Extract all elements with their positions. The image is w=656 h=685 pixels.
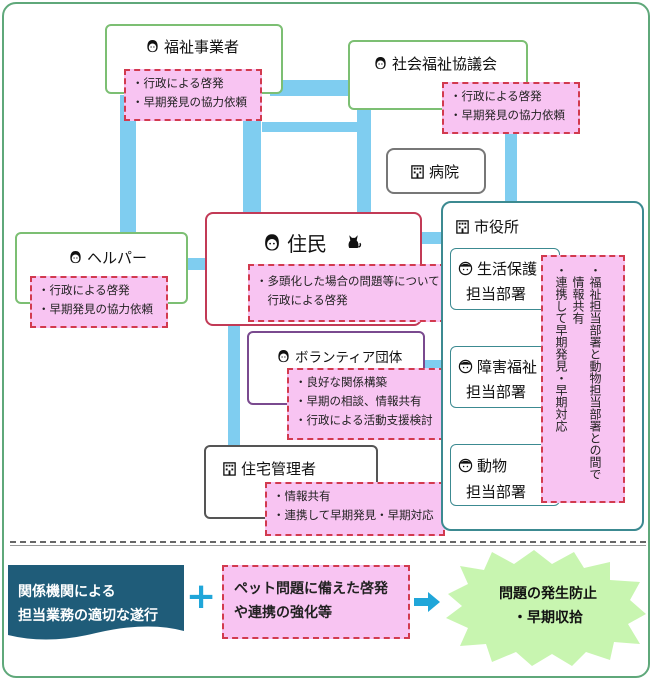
face-icon bbox=[458, 458, 473, 473]
jutaku-notes: ・情報共有 ・連携して早期発見・早期対応 bbox=[265, 482, 445, 536]
person-icon bbox=[70, 250, 81, 264]
note-line: ・行政による啓発 bbox=[38, 283, 130, 297]
fukushi-jigyosha-label: 福祉事業者 bbox=[164, 38, 240, 56]
building-icon bbox=[223, 462, 236, 476]
note-line: ・福祉担当部署と動物担当部署との間で bbox=[588, 264, 602, 480]
bottom-left-text: 関係機関による 担当業務の適切な遂行 bbox=[18, 584, 158, 624]
dept-subtitle: 担当部署 bbox=[466, 483, 527, 501]
jumin-notes: ・多頭化した場合の問題等について 行政による啓発 bbox=[248, 264, 446, 322]
dept-label: 動物 bbox=[477, 457, 508, 475]
byoin-label: 病院 bbox=[429, 163, 460, 181]
connector bbox=[357, 95, 371, 220]
byoin-title: 病院 bbox=[410, 161, 459, 182]
jumin-title: 住民 bbox=[262, 228, 327, 257]
connector bbox=[243, 95, 261, 220]
person-icon bbox=[265, 233, 279, 250]
note-line: ・情報共有 bbox=[273, 489, 331, 503]
shakai-fukushi-label: 社会福祉協議会 bbox=[392, 55, 498, 73]
building-icon bbox=[456, 220, 469, 234]
shiyakusho-title: 市役所 bbox=[455, 216, 519, 237]
dept-subtitle: 担当部署 bbox=[466, 285, 527, 303]
connector bbox=[420, 232, 445, 244]
connector bbox=[420, 360, 445, 370]
note-line: ・早期発見の協力依頼 bbox=[450, 108, 565, 122]
bottom-middle-box: ペット問題に備えた啓発 や連携の強化等 bbox=[222, 565, 410, 639]
dept-title: 障害福祉 bbox=[458, 356, 537, 377]
helper-label: ヘルパー bbox=[87, 249, 148, 267]
note-line: 情報共有 bbox=[571, 264, 585, 324]
jumin-label: 住民 bbox=[287, 232, 327, 256]
bottom-right-text: 問題の発生防止 ・早期収拾 bbox=[499, 586, 597, 626]
building-icon bbox=[411, 165, 424, 179]
outer-frame bbox=[2, 2, 650, 678]
navy-banner bbox=[8, 565, 184, 640]
dept-label: 障害福祉 bbox=[477, 358, 538, 376]
fukushi-jigyosha-title: 福祉事業者 bbox=[145, 36, 239, 57]
note-line: ・早期の相談、情報共有 bbox=[295, 394, 422, 408]
face-icon bbox=[458, 359, 473, 374]
person-icon bbox=[147, 39, 158, 53]
section-divider bbox=[10, 541, 646, 543]
jutaku-title: 住宅管理者 bbox=[222, 458, 316, 479]
dept-subtitle: 担当部署 bbox=[466, 383, 527, 401]
dept-title: 動物 bbox=[458, 455, 507, 476]
note-line: ・早期発見の協力依頼 bbox=[132, 95, 247, 109]
cat-icon bbox=[348, 235, 362, 248]
shiyakusho-note-text: ・福祉担当部署と動物担当部署との間で 情報共有 ・連携して早期発見・早期対応 bbox=[552, 264, 603, 496]
section-divider bbox=[10, 545, 646, 546]
volunteer-label: ボランティア団体 bbox=[295, 350, 403, 366]
shiyakusho-label: 市役所 bbox=[474, 218, 520, 236]
volunteer-notes: ・良好な関係構築 ・早期の相談、情報共有 ・行政による活動支援検討 bbox=[287, 368, 445, 440]
dept-title: 生活保護 bbox=[458, 258, 537, 279]
note-line: ・連携して早期発見・早期対応 bbox=[554, 264, 568, 432]
plus-sign: + bbox=[186, 576, 217, 617]
note-line: 行政による啓発 bbox=[256, 293, 348, 307]
note-line: ・多頭化した場合の問題等について bbox=[256, 274, 440, 288]
note-line: ・早期発見の協力依頼 bbox=[38, 302, 153, 316]
connector bbox=[270, 80, 350, 96]
byoin-box bbox=[386, 148, 486, 194]
helper-notes: ・行政による啓発 ・早期発見の協力依頼 bbox=[30, 276, 168, 328]
connector bbox=[120, 95, 136, 240]
note-line: ・連携して早期発見・早期対応 bbox=[273, 508, 434, 522]
dept-label: 生活保護 bbox=[477, 260, 538, 278]
connector bbox=[505, 130, 517, 205]
shakai-fukushi-title: 社会福祉協議会 bbox=[373, 53, 497, 74]
note-line: ・行政による啓発 bbox=[132, 76, 224, 90]
fukushi-jigyosha-notes: ・行政による啓発 ・早期発見の協力依頼 bbox=[124, 69, 262, 121]
volunteer-title: ボランティア団体 bbox=[276, 346, 402, 366]
note-line: ・良好な関係構築 bbox=[295, 375, 387, 389]
note-line: ・行政による活動支援検討 bbox=[295, 413, 433, 427]
connector bbox=[262, 122, 357, 132]
helper-title: ヘルパー bbox=[68, 247, 147, 268]
arrow-right-icon bbox=[414, 592, 440, 612]
person-icon bbox=[375, 56, 386, 70]
result-burst bbox=[446, 550, 646, 666]
connector bbox=[185, 258, 207, 270]
shakai-fukushi-notes: ・行政による啓発 ・早期発見の協力依頼 bbox=[442, 82, 580, 134]
shiyakusho-note bbox=[541, 255, 625, 503]
jutaku-label: 住宅管理者 bbox=[241, 460, 317, 478]
connector bbox=[228, 320, 240, 450]
shakai-fukushi-box bbox=[348, 40, 528, 110]
note-line: ・行政による啓発 bbox=[450, 89, 542, 103]
person-icon bbox=[278, 349, 289, 362]
face-icon bbox=[458, 261, 473, 276]
